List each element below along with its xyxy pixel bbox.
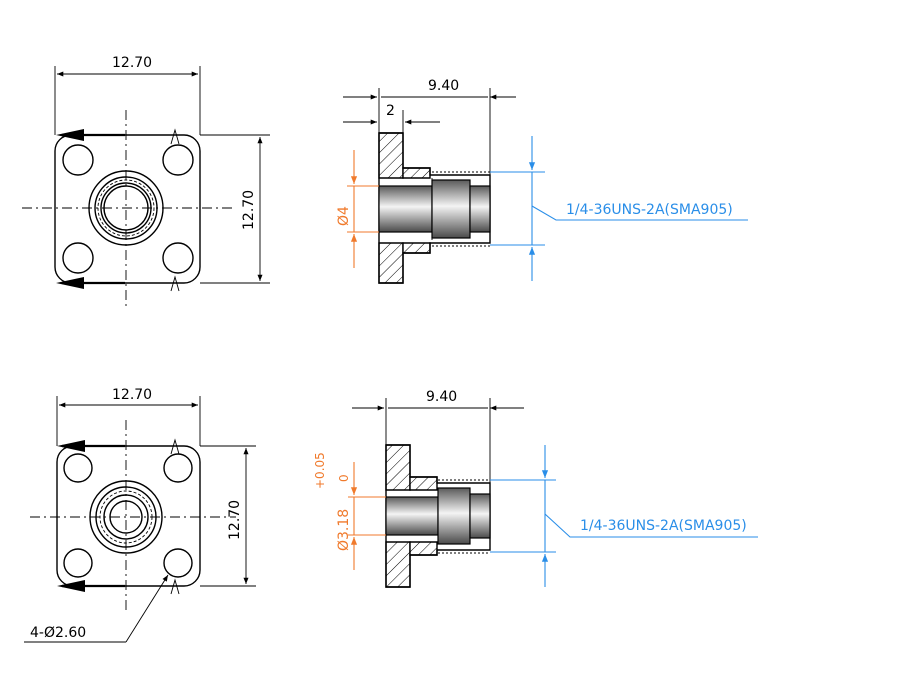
bottom-front-height-label: 12.70: [227, 500, 243, 540]
top-side-flange-label: 2: [386, 103, 395, 119]
top-side-view: 9.40 2 Ø4 1/4-36UNS-2A(SMA905): [336, 78, 748, 284]
bottom-side-thread-label: 1/4-36UNS-2A(SMA905): [580, 518, 747, 534]
top-side-length-label: 9.40: [428, 78, 459, 94]
bottom-side-length-label: 9.40: [426, 389, 457, 405]
top-front-width-label: 12.70: [112, 55, 152, 71]
top-side-thread-label: 1/4-36UNS-2A(SMA905): [566, 202, 733, 218]
top-front-height-label: 12.70: [241, 190, 257, 230]
bottom-front-width-label: 12.70: [112, 387, 152, 403]
bottom-side-view: 9.40 Ø3.18 +0.05 0 1/4-36UNS-2A(SMA905): [313, 389, 758, 588]
bottom-side-tol-lower: 0: [337, 474, 351, 482]
bottom-front-holes-label: 4-Ø2.60: [30, 625, 86, 641]
bottom-side-tol-upper: +0.05: [313, 452, 327, 489]
bottom-front-view: 12.70 12.70 4-Ø2.60: [24, 387, 256, 643]
bottom-side-bore-label: Ø3.18: [336, 509, 352, 551]
top-front-view: 12.70 12.70: [22, 55, 270, 306]
top-side-bore-label: Ø4: [336, 206, 352, 226]
